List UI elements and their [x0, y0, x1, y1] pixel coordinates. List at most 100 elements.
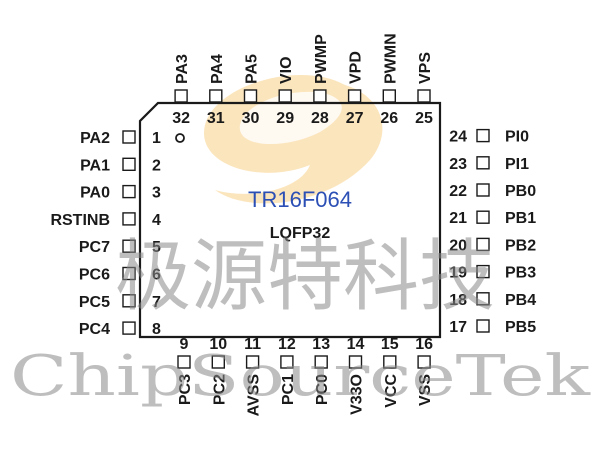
pin-pad: [177, 355, 191, 369]
pin-pad: [417, 355, 431, 369]
pin-label: PWMN: [382, 33, 399, 84]
pin-pad: [476, 237, 490, 252]
pin-label: PB2: [505, 237, 536, 254]
pin-pad: [122, 239, 136, 253]
pin-number: 23: [449, 156, 467, 173]
pin-number: 19: [449, 265, 467, 282]
pin-label: PB0: [505, 183, 536, 200]
pin-pad: [122, 184, 136, 199]
pin-label: AVSS: [246, 374, 263, 417]
pin-pad: [314, 355, 328, 369]
pin-pad: [211, 355, 226, 369]
pins-top: 25 VPS 26 PWMN 27 VPD 28 PWMP 29 VIO 30 PA5 31 PA4 32 P…: [172, 33, 434, 127]
pin-number: 1: [152, 130, 161, 147]
pin-pad: [476, 210, 490, 224]
pin-label: PC2: [211, 374, 228, 405]
pin-number: 28: [311, 110, 329, 127]
pin-pad: [476, 183, 490, 197]
pin-pad: [122, 266, 136, 281]
pin-label: PI0: [505, 129, 529, 146]
pin-number: 8: [152, 321, 161, 338]
pin-pad: [383, 355, 397, 369]
pin-pad: [476, 292, 490, 306]
pin-pad: [243, 89, 258, 103]
chip-body: [138, 101, 442, 339]
pin-label: PA0: [80, 185, 110, 202]
pin-label: PA4: [209, 54, 226, 84]
pin-label: PC6: [79, 267, 110, 284]
pin-label: VIO: [278, 56, 295, 84]
pin-number: 2: [152, 157, 161, 174]
pin-number: 10: [209, 336, 227, 353]
pin-label: PA5: [244, 54, 261, 84]
pin-label: PA1: [80, 157, 110, 174]
pin-label: PWMP: [313, 34, 330, 84]
pin-label: PB4: [505, 292, 536, 309]
pin-pad: [245, 355, 260, 369]
pin-number: 29: [276, 110, 294, 127]
pin-number: 30: [242, 110, 260, 127]
pin-number: 14: [347, 336, 365, 353]
pin-number: 4: [152, 212, 161, 229]
pin-pad: [476, 156, 490, 170]
pin-pad: [347, 89, 362, 103]
pin-label: PC3: [177, 374, 194, 405]
pin-number: 9: [180, 336, 189, 353]
pin-label: PA3: [174, 54, 191, 84]
watermark-english: ChipSourceTek: [10, 344, 591, 409]
pin-number: 7: [152, 294, 161, 311]
pin-pad: [382, 89, 396, 103]
pin-number: 6: [152, 267, 161, 284]
pin-pad: [122, 130, 136, 144]
pin-label: VPD: [348, 51, 365, 84]
pin-number: 16: [415, 336, 433, 353]
pin-pad: [417, 89, 431, 103]
pin-pad: [122, 157, 136, 172]
pin-number: 26: [380, 110, 398, 127]
chip-name: TR16F064: [248, 187, 352, 212]
pin-label: PB5: [505, 319, 536, 336]
pin-pad: [278, 89, 292, 103]
pin-label: PC4: [79, 321, 110, 338]
pin-pad: [122, 321, 136, 335]
watermark-chinese: 极源特科技: [115, 232, 495, 322]
pin-pad: [476, 319, 490, 333]
pin-label: PC5: [79, 294, 110, 311]
pin-number: 3: [152, 185, 161, 202]
pin-label: VCC: [383, 374, 400, 408]
pin1-marker-icon: [175, 133, 185, 143]
pin-number: 22: [449, 183, 467, 200]
brand-logo-icon: [203, 74, 383, 204]
pin-number: 24: [449, 129, 467, 146]
pin-number: 21: [449, 210, 467, 227]
pin-label: PB1: [505, 210, 536, 227]
pin-pad: [280, 355, 294, 369]
pin-number: 31: [207, 110, 225, 127]
pin-number: 13: [312, 336, 330, 353]
pin-label: PB3: [505, 265, 536, 282]
pin-label: V33O: [349, 374, 366, 415]
package-name: LQFP32: [270, 225, 331, 242]
pin-label: VSS: [417, 374, 434, 406]
pin-number: 20: [449, 237, 467, 254]
pin-pad: [174, 89, 188, 103]
pin-label: PI1: [505, 156, 529, 173]
pin-label: PC1: [280, 374, 297, 405]
pin-number: 25: [415, 110, 433, 127]
pin-pad: [476, 264, 490, 279]
pin-label: VPS: [417, 52, 434, 84]
pin-pad: [122, 212, 136, 226]
pin-number: 11: [244, 336, 261, 353]
pin-number: 27: [346, 110, 364, 127]
pins-bottom: 9PC310PC211AVSS12PC113PC014V33O15VCC16VS…: [177, 336, 434, 416]
pin-number: 5: [152, 239, 161, 256]
pin-number: 15: [381, 336, 399, 353]
pin-pad: [122, 294, 136, 308]
pin-pad: [348, 355, 363, 369]
pin-number: 18: [449, 292, 467, 309]
pin-pad: [476, 128, 490, 143]
pin-number: 32: [172, 110, 190, 127]
pin-label: RSTINB: [50, 212, 110, 229]
